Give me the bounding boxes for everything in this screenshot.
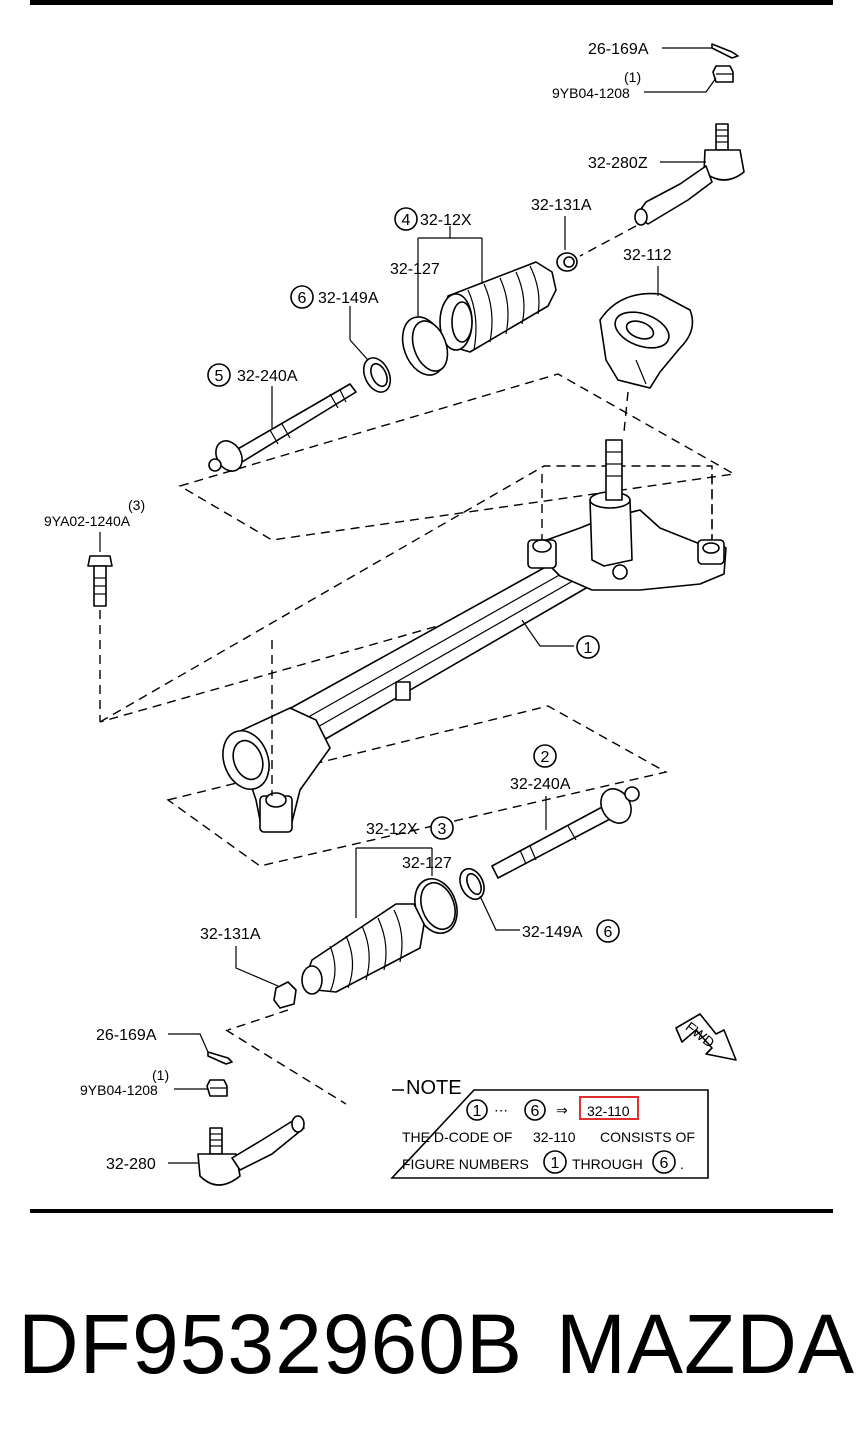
label-tie-rod-end-top: 32-280Z [588,155,648,172]
label-nut-top-qty: (1) [624,69,641,85]
label-locknut-bottom: 32-131A [200,926,261,943]
label-mount-rubber: 32-112 [623,247,672,264]
locknut-bottom [273,981,297,1009]
label-cotter-pin-bottom: 26-169A [96,1027,157,1044]
note-line2-a: FIGURE NUMBERS [402,1156,529,1172]
note-range-dots: ⋯ [494,1102,508,1118]
bottom-rule [30,1209,833,1213]
num-gear-housing: 1 [584,640,593,657]
label-cotter-pin-top: 26-169A [588,41,649,58]
num-tie-rod-top: 5 [215,368,224,385]
dust-boot-top [439,261,557,353]
dust-boot-bottom [301,903,425,995]
label-boot-kit-bottom: 32-12X [366,821,418,838]
tie-rod-end-top [634,123,745,226]
label-nut-bottom: 9YB04-1208 [80,1082,158,1098]
locknut-top [556,252,578,272]
num-boot-kit-top: 4 [402,212,411,229]
fwd-arrow-icon: FWD [675,1013,737,1061]
boot-band-bottom [414,878,458,934]
note-line1-a: THE D-CODE OF [402,1129,512,1145]
label-clip-top: 32-149A [318,290,379,307]
num-tie-rod-bottom: 2 [541,749,550,766]
label-band-top: 32-127 [390,261,440,278]
num-boot-kit-bottom: 3 [438,821,447,838]
note-arrow: ⇒ [556,1102,568,1118]
note-line2-from: 1 [551,1155,560,1172]
top-rule [30,0,833,5]
label-clip-bottom: 32-149A [522,924,583,941]
castle-nut-top [712,65,734,83]
part-number: DF9532960B [18,1297,524,1391]
gear-housing [222,439,727,833]
cotter-pin-bottom [207,1051,233,1065]
label-tie-rod-end-bottom: 32-280 [106,1156,156,1173]
label-tie-rod-top: 32-240A [237,368,298,385]
label-tie-rod-bottom: 32-240A [510,776,571,793]
note-range-to: 6 [531,1103,540,1120]
label-nut-bottom-qty: (1) [152,1067,169,1083]
note-line2-to: 6 [660,1155,669,1172]
mounting-bolt [87,555,113,607]
label-nut-top: 9YB04-1208 [552,85,630,101]
dcode-highlight [579,1096,639,1120]
clip-top [362,357,392,393]
cotter-pin-top [711,43,739,59]
label-bolt-qty: (3) [128,497,145,513]
note-title: NOTE [406,1077,462,1099]
label-locknut-top: 32-131A [531,197,592,214]
label-bolt: 9YA02-1240A [44,513,131,529]
note-line2-mid: THROUGH [572,1156,643,1172]
boot-band-top [401,316,449,376]
note-line1-code: 32-110 [533,1129,576,1145]
note-line2-end: . [680,1156,684,1172]
note-line1-b: CONSISTS OF [600,1129,695,1145]
note-box: NOTE 1 ⋯ 6 ⇒ 32-110 THE D-CODE OF 32-110… [390,1077,709,1179]
num-clip-top: 6 [298,290,307,307]
brand-name: MAZDA [556,1297,855,1391]
clip-bottom [459,867,485,901]
label-band-bottom: 32-127 [402,855,452,872]
note-dcode: 32-110 [587,1103,630,1119]
tie-rod-end-bottom [197,1115,305,1186]
tie-rod-top [208,383,357,472]
num-clip-bottom: 6 [604,924,613,941]
label-boot-kit-top: 32-12X [420,212,472,229]
note-range-from: 1 [473,1103,482,1120]
tie-rod-bottom [491,786,640,879]
mount-rubber [599,292,694,389]
castle-nut-bottom [206,1079,228,1097]
